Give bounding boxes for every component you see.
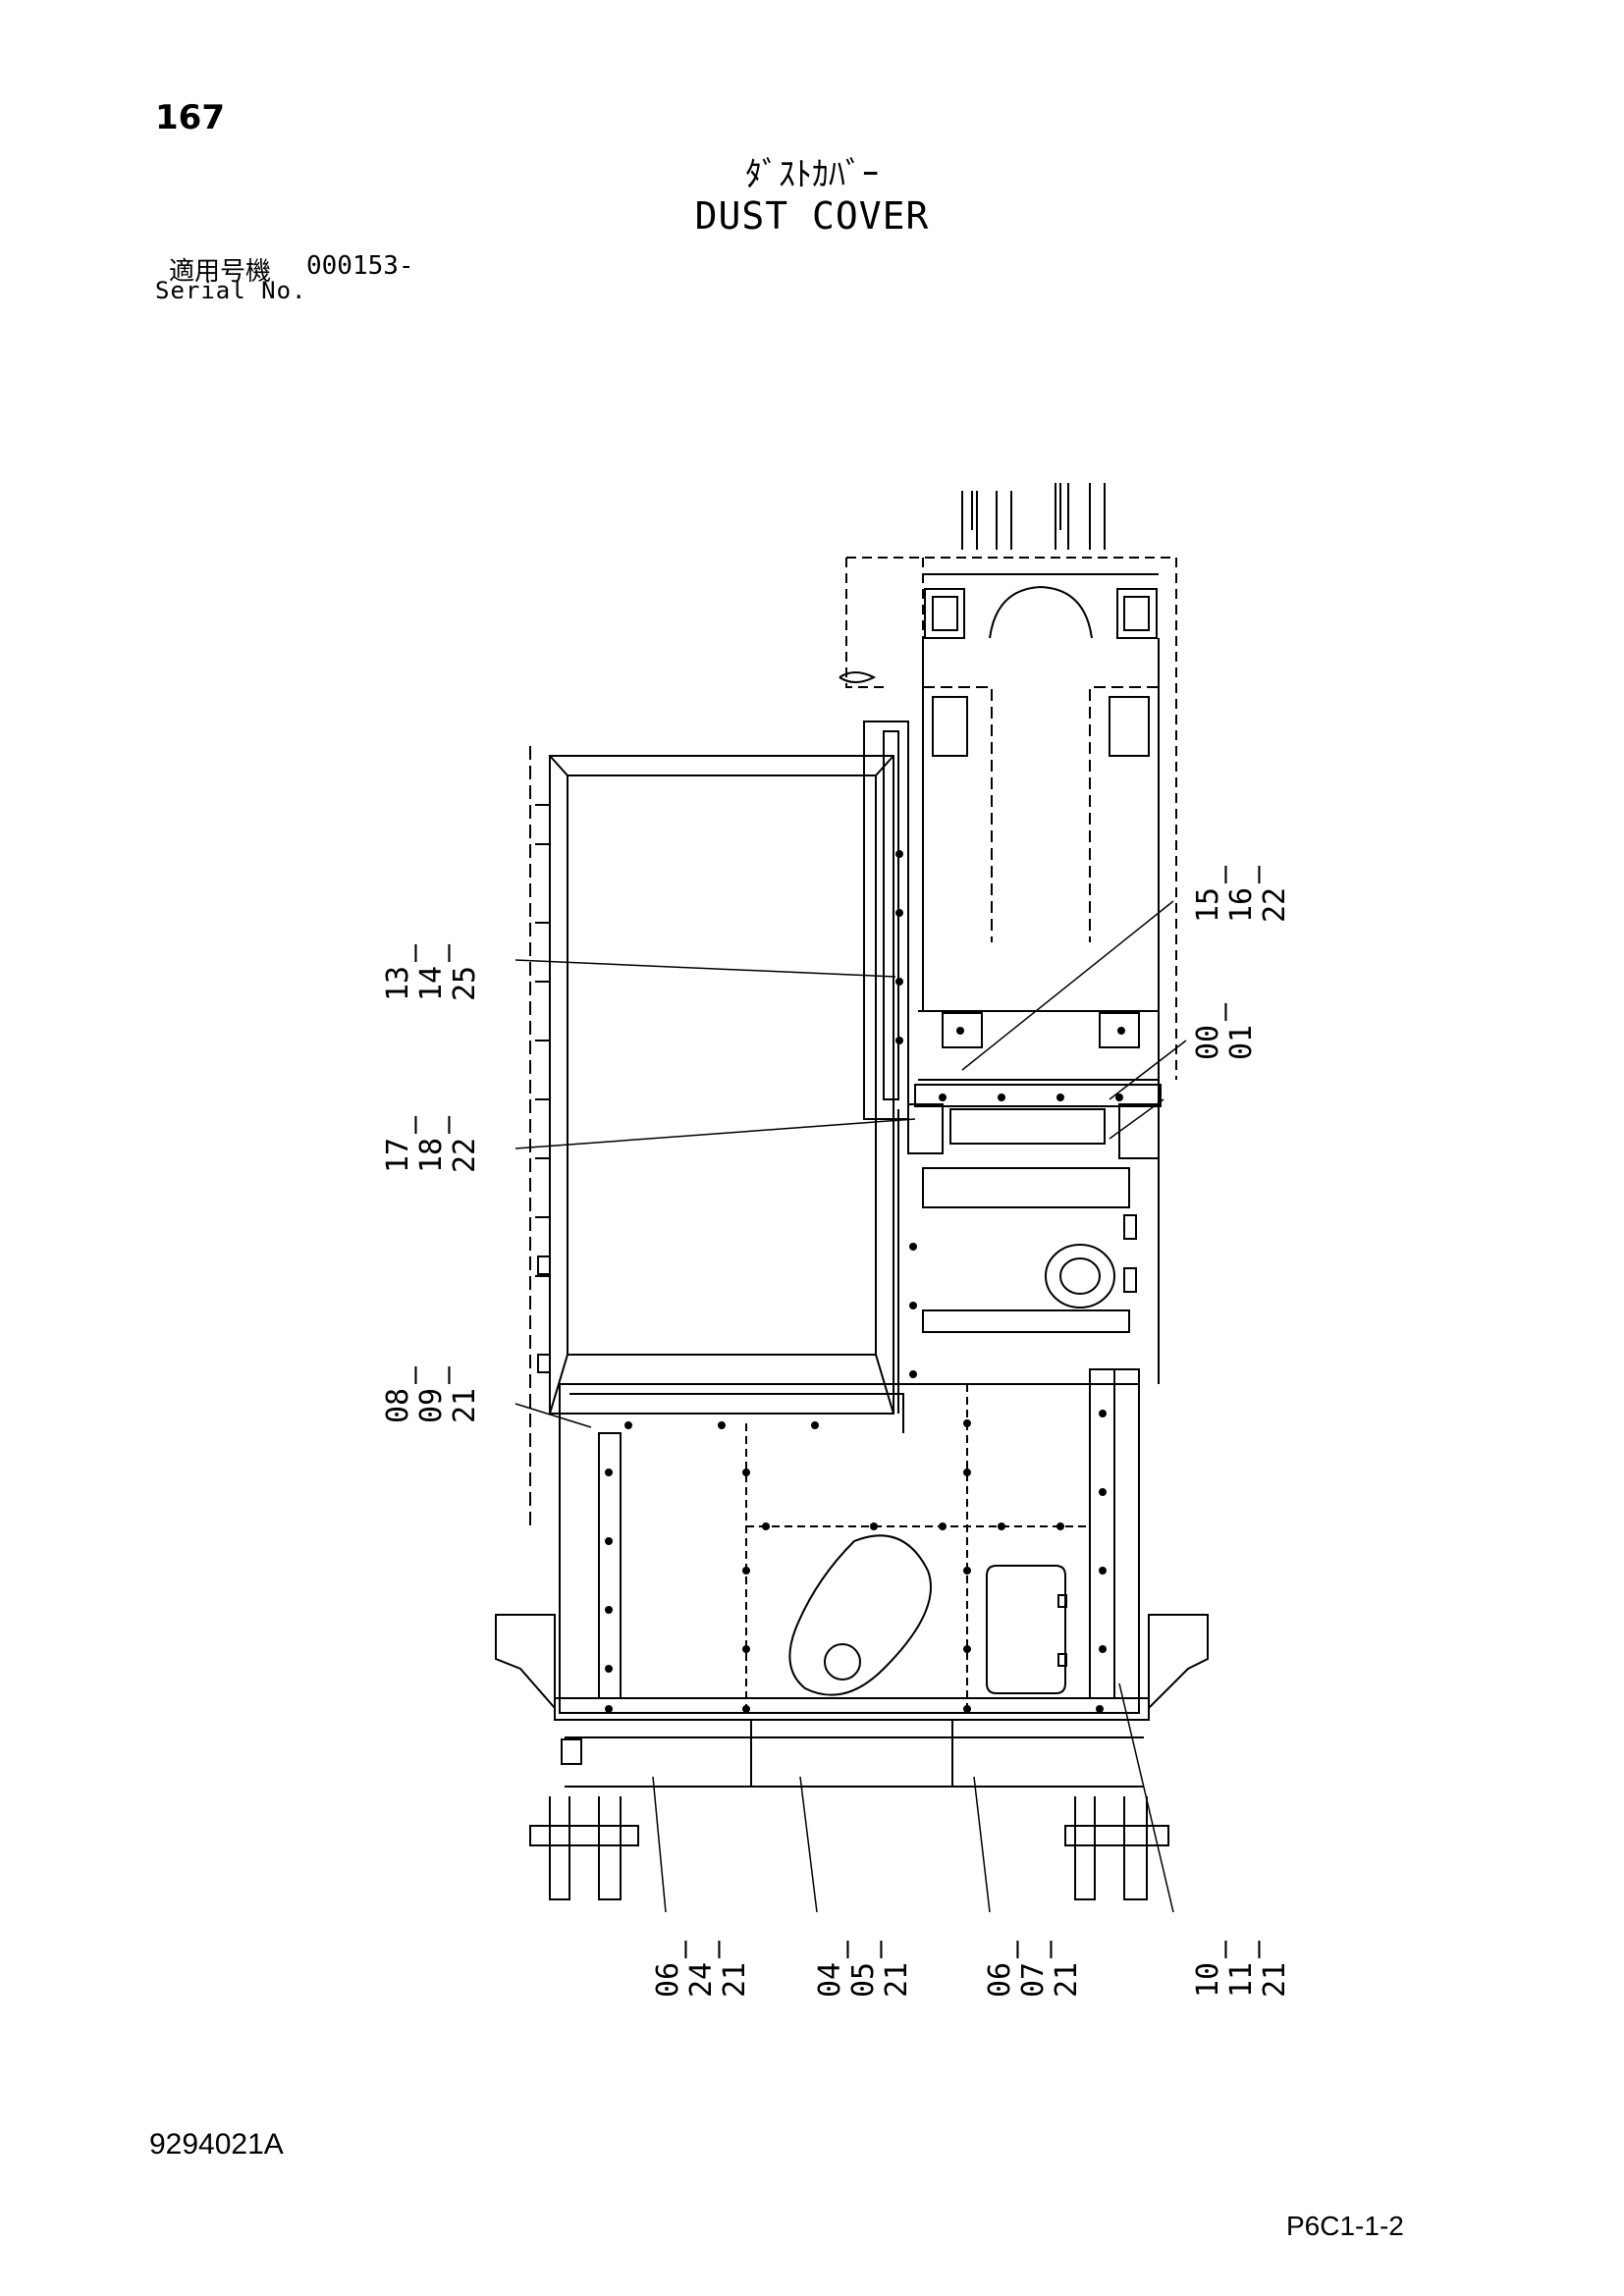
callout-00-01-a: 00 <box>1191 1025 1225 1060</box>
callout-separator: – <box>398 943 432 962</box>
callout-00-01-b: 01 <box>1224 1025 1259 1060</box>
callout-17-18-22-c: 22 <box>448 1138 482 1173</box>
leader-lines <box>515 901 1186 1912</box>
callout-separator: – <box>1000 1940 1034 1958</box>
callout-separator: – <box>1241 865 1275 883</box>
serial-label-japanese: 適用号機 <box>169 257 272 287</box>
callout-10-11-21-a: 10 <box>1191 1962 1225 1998</box>
title-english: DUST COVER <box>694 194 930 238</box>
callout-13-14-25-a: 13 <box>381 966 415 1001</box>
callout-08-09-21-c: 21 <box>448 1388 482 1423</box>
left-large-panel <box>530 721 908 1531</box>
callout-04-05-21-a: 04 <box>813 1962 847 1998</box>
sheet-reference: P6C1-1-2 <box>1286 2211 1404 2241</box>
callout-separator: – <box>668 1940 702 1958</box>
callout-10-11-21-c: 21 <box>1258 1962 1292 1998</box>
callout-17-18-22-b: 18 <box>414 1138 449 1173</box>
callout-06-07-21-c: 21 <box>1050 1962 1084 1998</box>
callout-04-05-21-b: 05 <box>846 1962 881 1998</box>
callout-separator: – <box>1208 865 1242 883</box>
callout-06-07-21-a: 06 <box>983 1962 1017 1998</box>
callout-groups: 13 14 25 –– 15 16 22 –– 00 01 – 17 18 22… <box>381 865 1292 1998</box>
callout-separator: – <box>431 943 465 962</box>
upper-right-cover <box>898 1011 1161 1414</box>
bolt-markers <box>605 850 1125 1713</box>
callout-04-05-21-c: 21 <box>880 1962 914 1998</box>
callout-15-16-22-a: 15 <box>1191 887 1225 923</box>
callout-separator: – <box>1208 1002 1242 1021</box>
callout-separator: – <box>1208 1940 1242 1958</box>
page-number: 167 <box>155 98 225 137</box>
serial-label-english: Serial No. <box>155 277 307 304</box>
upper-frame <box>839 483 1176 1119</box>
callout-15-16-22-b: 16 <box>1224 887 1259 923</box>
callout-06-07-21-b: 07 <box>1016 1962 1051 1998</box>
callout-08-09-21-b: 09 <box>414 1388 449 1423</box>
callout-10-11-21-b: 11 <box>1224 1962 1259 1998</box>
callout-separator: – <box>398 1115 432 1134</box>
callout-separator: – <box>830 1940 864 1958</box>
callout-06-24-21-a: 06 <box>651 1962 685 1998</box>
callout-separator: – <box>398 1365 432 1384</box>
callout-15-16-22-c: 22 <box>1258 887 1292 923</box>
callout-separator: – <box>1033 1940 1067 1958</box>
callout-13-14-25-b: 14 <box>414 966 449 1001</box>
callout-separator: – <box>431 1365 465 1384</box>
title-japanese: ﾀﾞｽﾄｶﾊﾞｰ <box>745 155 879 194</box>
callout-separator: – <box>431 1115 465 1134</box>
lower-cover <box>496 1369 1208 1899</box>
callout-17-18-22-a: 17 <box>381 1138 415 1173</box>
callout-separator: – <box>863 1940 897 1958</box>
document-number: 9294021A <box>149 2128 284 2161</box>
callout-06-24-21-b: 24 <box>684 1962 719 1998</box>
serial-from-value: 000153- <box>306 251 414 281</box>
callout-separator: – <box>701 1940 735 1958</box>
callout-separator: – <box>1241 1940 1275 1958</box>
callout-06-24-21-c: 21 <box>718 1962 752 1998</box>
callout-08-09-21-a: 08 <box>381 1388 415 1423</box>
callout-13-14-25-c: 25 <box>448 966 482 1001</box>
